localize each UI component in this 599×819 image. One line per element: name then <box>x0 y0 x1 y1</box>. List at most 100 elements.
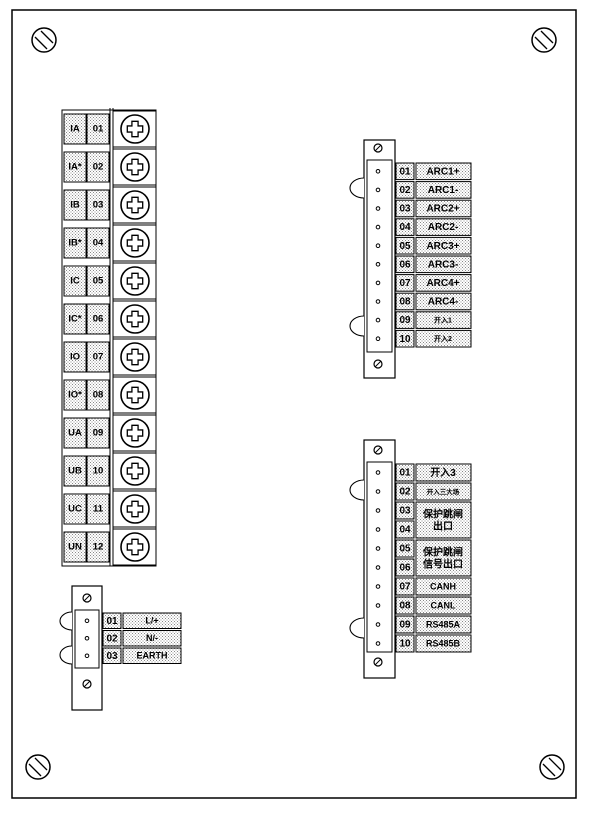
terminal-screw-icon <box>120 266 150 296</box>
terminal-number: 04 <box>399 525 411 536</box>
terminal-screw-icon <box>120 494 150 524</box>
pin-hole-icon <box>375 584 381 589</box>
terminal-screw-icon <box>120 114 150 144</box>
arc-signal-label: ARC1- <box>428 185 459 196</box>
pin-hole-icon <box>84 618 90 624</box>
comm-label-cell <box>415 539 472 577</box>
pin-hole-icon <box>375 641 381 646</box>
terminal-number: 07 <box>399 582 411 593</box>
terminal-number: 03 <box>399 506 411 517</box>
terminal-number: 04 <box>399 222 411 233</box>
terminal-number: 09 <box>399 620 411 631</box>
terminal-row: IC* 06 <box>63 300 157 338</box>
terminal-signal-label: IA <box>70 124 80 135</box>
arc-terminal-row: 04 ARC2- <box>375 218 472 236</box>
power-signal-label: N/- <box>146 633 158 643</box>
pin-hole-icon <box>375 508 381 513</box>
pin-hole-icon <box>375 280 381 286</box>
terminal-row: IO* 08 <box>63 376 157 414</box>
pin-hole-icon <box>375 317 381 323</box>
terminal-number: 05 <box>93 276 104 287</box>
terminal-number: 07 <box>399 278 411 289</box>
terminal-number: 02 <box>399 487 411 498</box>
pin-hole-icon <box>375 336 381 342</box>
arc-terminal-row: 07 ARC4+ <box>375 274 472 292</box>
arc-signal-label: ARC3+ <box>426 241 459 252</box>
mounting-screw-bottom-right-icon <box>539 754 565 780</box>
terminal-signal-label: IO <box>70 352 80 363</box>
terminal-screw-icon <box>120 304 150 334</box>
arc-signal-label: 开入1 <box>434 316 452 324</box>
terminal-number: 09 <box>399 315 411 326</box>
pin-hole-icon <box>375 470 381 475</box>
mounting-screw-top-right-icon <box>531 27 557 53</box>
comm-label-cell <box>415 501 472 539</box>
pin-hole-icon <box>375 262 381 267</box>
terminal-row: IB 03 <box>63 186 157 224</box>
terminal-screw-icon <box>120 380 150 410</box>
terminal-row: IA 01 <box>63 110 157 148</box>
arc-signal-label: ARC4+ <box>426 278 459 289</box>
terminal-number: 01 <box>106 616 118 627</box>
arc-signal-label: ARC1+ <box>426 166 459 177</box>
terminal-number: 06 <box>93 314 104 325</box>
terminal-number: 01 <box>399 468 411 479</box>
terminal-screw-icon <box>120 532 150 562</box>
terminal-signal-label: IA* <box>68 162 82 173</box>
terminal-signal-label: IO* <box>68 390 82 401</box>
arc-signal-label: 开入2 <box>434 335 452 343</box>
arc-signal-label: ARC2+ <box>426 204 459 215</box>
comm-terminal-block: 01020304050607080910开入3开入三大场保护跳闸出口保护跳闸信号… <box>349 439 472 679</box>
arc-terminal-row: 09 开入1 <box>375 311 472 329</box>
terminal-number: 09 <box>93 428 104 439</box>
terminal-signal-label: IB* <box>68 238 82 249</box>
mounting-screw-bottom-left-icon <box>25 754 51 780</box>
pin-hole-icon <box>375 546 381 551</box>
pin-hole-icon <box>375 243 381 248</box>
pin-hole-icon <box>375 169 381 174</box>
terminal-signal-label: UN <box>68 542 82 553</box>
terminal-signal-label: IC* <box>68 314 82 325</box>
pin-hole-icon <box>84 653 90 659</box>
terminal-row: IB*04 <box>63 224 157 262</box>
terminal-screw-icon <box>120 228 150 258</box>
terminal-signal-label: IB <box>70 200 80 211</box>
comm-label-cell <box>415 596 472 615</box>
arc-signal-label: ARC2- <box>428 222 459 233</box>
terminal-number: 01 <box>399 166 411 177</box>
pin-hole-icon <box>375 489 381 494</box>
terminal-number: 08 <box>399 601 411 612</box>
comm-label-cell <box>415 482 472 501</box>
terminal-screw-icon <box>120 456 150 486</box>
terminal-number: 01 <box>93 124 104 135</box>
terminal-number: 12 <box>93 542 104 553</box>
terminal-number: 03 <box>93 200 104 211</box>
pin-hole-icon <box>375 187 381 193</box>
pin-hole-icon <box>84 635 90 641</box>
terminal-row: IO 07 <box>63 338 157 376</box>
terminal-number: 08 <box>399 297 411 308</box>
comm-signal-label: 保护跳闸信号出口 <box>422 546 463 571</box>
comm-signal-label: CANL <box>431 601 456 611</box>
terminal-signal-label: UB <box>68 466 82 477</box>
pin-hole-icon <box>375 206 381 211</box>
comm-signal-label: RS485B <box>426 639 461 649</box>
terminal-signal-label: UA <box>68 428 82 439</box>
terminal-screw-icon <box>120 190 150 220</box>
pin-hole-icon <box>375 622 381 627</box>
terminal-row: IA*02 <box>63 148 157 186</box>
comm-signal-label: 开入3 <box>430 467 456 479</box>
comm-label-cell <box>415 634 472 653</box>
terminal-number: 11 <box>93 504 104 515</box>
terminal-screw-icon <box>120 342 150 372</box>
terminal-number: 10 <box>399 639 411 650</box>
terminal-number: 07 <box>93 352 104 363</box>
terminal-number: 08 <box>93 390 104 401</box>
